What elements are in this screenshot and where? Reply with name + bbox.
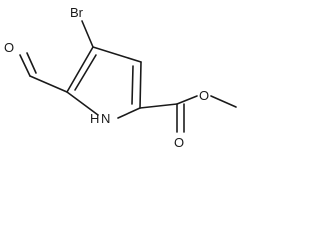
atom-label-ester-oxygen: O bbox=[199, 88, 209, 103]
bond-ring-c5-c2 bbox=[66, 46, 94, 93]
bond-ring-c4-n bbox=[117, 107, 141, 119]
bond-ring-c2-c3 bbox=[92, 46, 142, 63]
bond-cho-double-inner bbox=[26, 52, 37, 74]
bond-cho-double-outer bbox=[19, 54, 31, 77]
atom-label-aldehyde-oxygen: O bbox=[4, 40, 14, 55]
bond-c4-ester-carbon bbox=[139, 103, 178, 109]
bond-c2-br bbox=[81, 20, 94, 48]
bond-ester-carbon-oxygen bbox=[176, 95, 198, 105]
bond-ring-n-c5 bbox=[66, 91, 99, 116]
atom-label-bromine: Br bbox=[70, 5, 84, 20]
atom-label-carbonyl-oxygen: O bbox=[174, 135, 184, 150]
bond-c5-cho bbox=[29, 75, 68, 93]
atom-label-ring-nitrogen: N bbox=[101, 111, 110, 126]
atom-label-ring-hydrogen: H bbox=[90, 111, 99, 126]
bond-ester-oxygen-methyl bbox=[210, 95, 237, 108]
molecule-drawing: Br O N H O O bbox=[4, 5, 237, 150]
structure-canvas: Br O N H O O bbox=[4, 5, 237, 150]
bond-ring-c5-c2-inner bbox=[74, 54, 97, 91]
bond-ring-c3-c4 bbox=[139, 61, 142, 109]
bond-ring-c3-c4-inner bbox=[131, 65, 134, 105]
